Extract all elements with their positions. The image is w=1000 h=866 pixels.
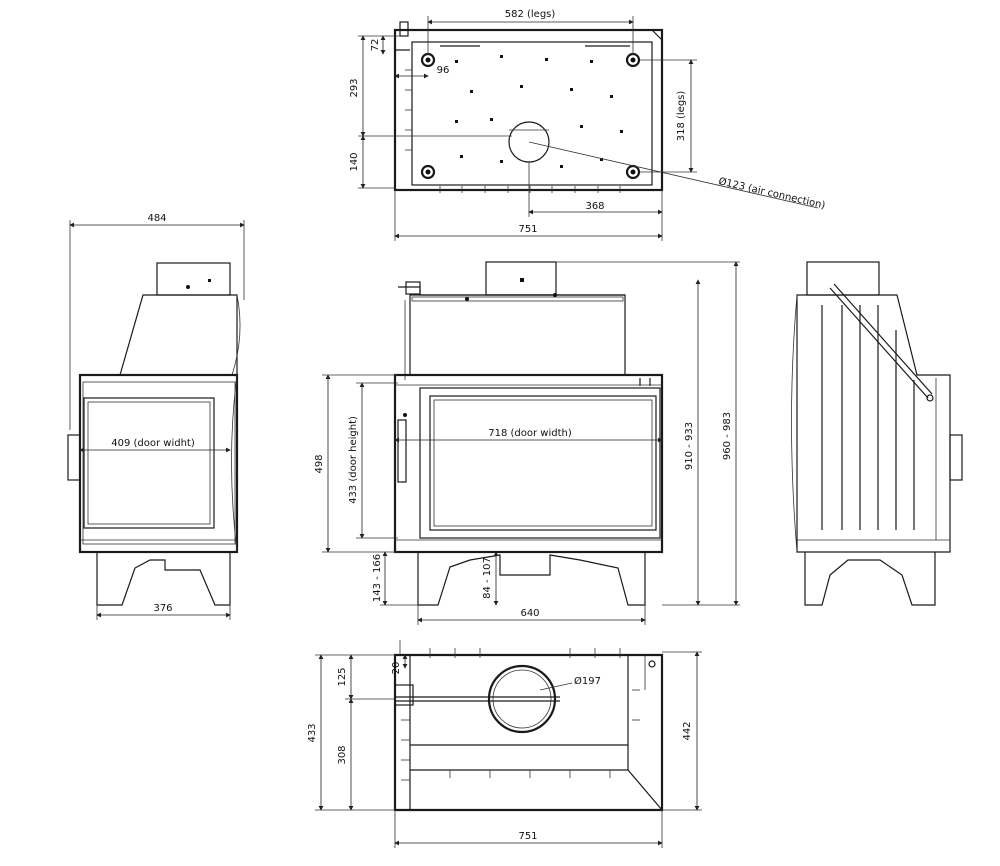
dim-433-plan: 433 [307, 723, 318, 742]
dim-751-top: 751 [518, 224, 537, 235]
dim-143-166: 143 - 166 [372, 554, 383, 602]
dim-20: 20 [391, 662, 402, 675]
dim-751-bottom: 751 [518, 831, 537, 842]
dim-308: 308 [337, 745, 348, 764]
dim-433-door-height: 433 (door height) [348, 416, 359, 504]
flue-circle [487, 664, 557, 734]
air-connection-label: Ø123 (air connection) [717, 175, 826, 211]
dim-718-door-width: 718 (door width) [488, 428, 572, 439]
dim-318-legs: 318 (legs) [676, 91, 687, 142]
top-view: 582 (legs) 72 96 293 140 318 (legs) Ø123… [349, 9, 827, 241]
dim-960-983: 960 - 983 [722, 412, 733, 460]
dim-96: 96 [437, 65, 450, 76]
dim-125: 125 [337, 667, 348, 686]
side-view-left: 484 409 (door widht) 376 [67, 213, 245, 620]
dim-376: 376 [153, 603, 172, 614]
dim-84-107: 84 - 107 [482, 557, 493, 599]
dim-910-933: 910 - 933 [684, 422, 695, 470]
dim-409-door: 409 (door widht) [111, 438, 195, 449]
dim-442: 442 [682, 721, 693, 740]
dim-293: 293 [349, 78, 360, 97]
flue-diameter-label: Ø197 [574, 675, 601, 687]
dim-368: 368 [585, 201, 604, 212]
bottom-view: 20 125 308 433 442 Ø197 751 [307, 640, 702, 848]
dim-72: 72 [370, 39, 381, 52]
dim-498: 498 [314, 454, 325, 473]
dim-640: 640 [520, 608, 539, 619]
side-view-right [791, 261, 963, 606]
dim-484: 484 [147, 213, 166, 224]
front-view: 498 433 (door height) 718 (door width) 9… [314, 261, 740, 625]
dim-582-legs: 582 (legs) [505, 9, 556, 20]
dim-140: 140 [349, 152, 360, 171]
